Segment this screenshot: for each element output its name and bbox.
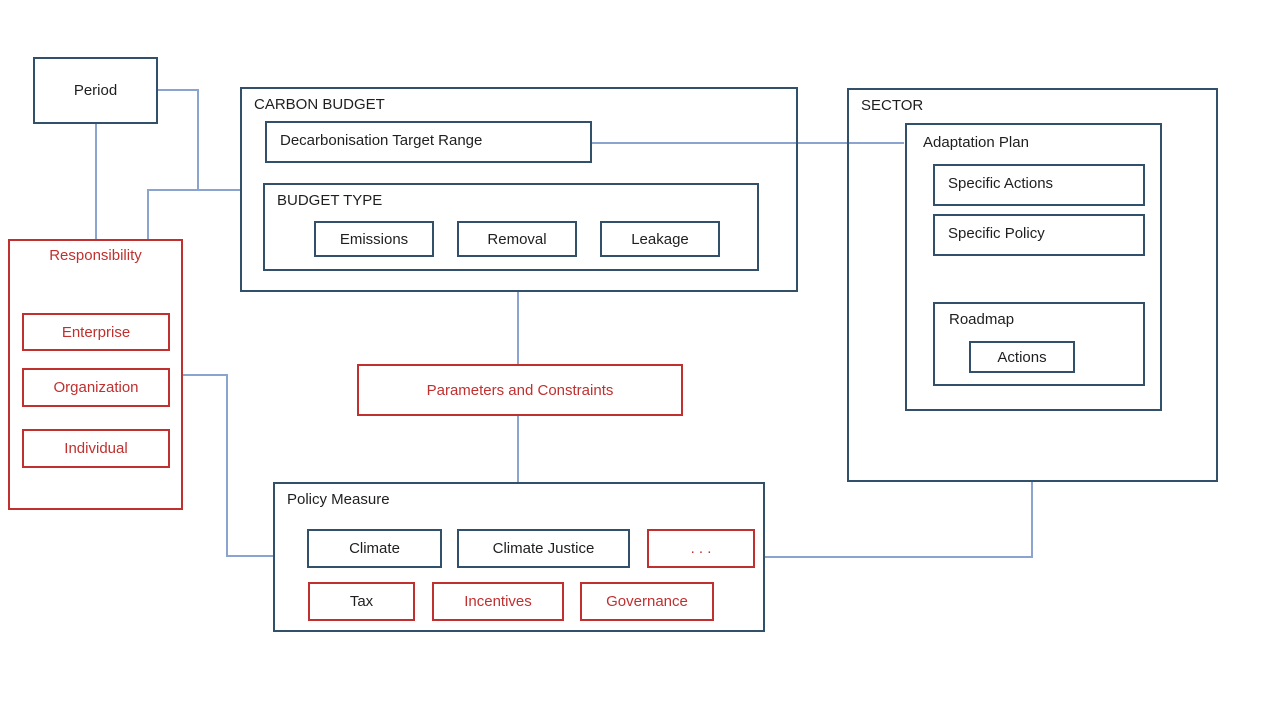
specific-policy-label: Specific Policy — [948, 225, 1045, 242]
connector-parameters-to-policymeasure — [517, 416, 519, 482]
decarbonisation-target-range-label: Decarbonisation Target Range — [280, 132, 483, 149]
period-label: Period — [73, 82, 118, 99]
period-box: Period — [33, 57, 158, 124]
connector-responsibility-to-policymeasure-v — [226, 374, 228, 557]
roadmap-title: Roadmap — [949, 311, 1015, 328]
budget-type-title: BUDGET TYPE — [277, 192, 383, 209]
policy-item-climate: Climate — [307, 529, 442, 568]
governance-label: Governance — [606, 593, 688, 610]
connector-period-to-carbonbudget-h1 — [158, 89, 199, 91]
connector-targetrange-to-adaptationplan — [590, 142, 904, 144]
sector-box: SECTOR Adaptation Plan Specific Actions … — [847, 88, 1218, 482]
organization-label: Organization — [53, 379, 139, 396]
parameters-constraints-box: Parameters and Constraints — [357, 364, 683, 416]
parameters-constraints-label: Parameters and Constraints — [426, 381, 614, 399]
leakage-label: Leakage — [631, 230, 689, 248]
budget-type-item-emissions: Emissions — [314, 221, 434, 257]
roadmap-box: Roadmap Actions — [933, 302, 1145, 386]
policy-item-incentives: Incentives — [432, 582, 564, 621]
ellipsis-label: . . . — [690, 540, 712, 557]
connector-carbonbudget-to-parameters — [517, 292, 519, 364]
adaptation-plan-title: Adaptation Plan — [923, 134, 1029, 151]
connector-to-carbonbudget-h2 — [147, 189, 240, 191]
connector-sector-to-policymeasure-h — [765, 556, 1033, 558]
carbon-budget-box: CARBON BUDGET Decarbonisation Target Ran… — [240, 87, 798, 292]
decarbonisation-target-range-box: Decarbonisation Target Range — [265, 121, 592, 163]
connector-period-to-carbonbudget-v — [197, 89, 199, 191]
individual-label: Individual — [64, 440, 128, 457]
climate-justice-label: Climate Justice — [492, 540, 595, 557]
connector-sector-to-policymeasure-v — [1031, 482, 1033, 558]
climate-label: Climate — [349, 540, 400, 557]
specific-policy-box: Specific Policy — [933, 214, 1145, 256]
emissions-label: Emissions — [339, 230, 409, 248]
enterprise-label: Enterprise — [61, 323, 131, 341]
policy-measure-title: Policy Measure — [287, 491, 390, 508]
policy-item-ellipsis: . . . — [647, 529, 755, 568]
budget-type-item-removal: Removal — [457, 221, 577, 257]
responsibility-item-organization: Organization — [22, 368, 170, 407]
policy-item-governance: Governance — [580, 582, 714, 621]
responsibility-title: Responsibility — [49, 247, 142, 264]
specific-actions-label: Specific Actions — [948, 175, 1054, 192]
connector-responsibility-to-carbonbudget-v — [147, 189, 149, 239]
budget-type-item-leakage: Leakage — [600, 221, 720, 257]
connector-responsibility-to-policymeasure-h2 — [226, 555, 273, 557]
responsibility-box: Responsibility Enterprise Organization I… — [8, 239, 183, 510]
policy-measure-box: Policy Measure Climate Climate Justice .… — [273, 482, 765, 632]
adaptation-plan-box: Adaptation Plan Specific Actions Specifi… — [905, 123, 1162, 411]
connector-responsibility-to-policymeasure-h1 — [183, 374, 228, 376]
sector-title: SECTOR — [861, 97, 924, 114]
specific-actions-box: Specific Actions — [933, 164, 1145, 206]
policy-item-climate-justice: Climate Justice — [457, 529, 630, 568]
carbon-budget-title: CARBON BUDGET — [254, 96, 385, 113]
incentives-label: Incentives — [464, 593, 532, 610]
roadmap-actions-box: Actions — [969, 341, 1075, 373]
responsibility-item-enterprise: Enterprise — [22, 313, 170, 351]
policy-item-tax: Tax — [308, 582, 415, 621]
budget-type-box: BUDGET TYPE Emissions Removal Leakage — [263, 183, 759, 271]
responsibility-item-individual: Individual — [22, 429, 170, 468]
tax-label: Tax — [349, 593, 374, 610]
removal-label: Removal — [487, 230, 547, 248]
connector-period-to-responsibility — [95, 124, 97, 239]
actions-label: Actions — [997, 348, 1047, 366]
